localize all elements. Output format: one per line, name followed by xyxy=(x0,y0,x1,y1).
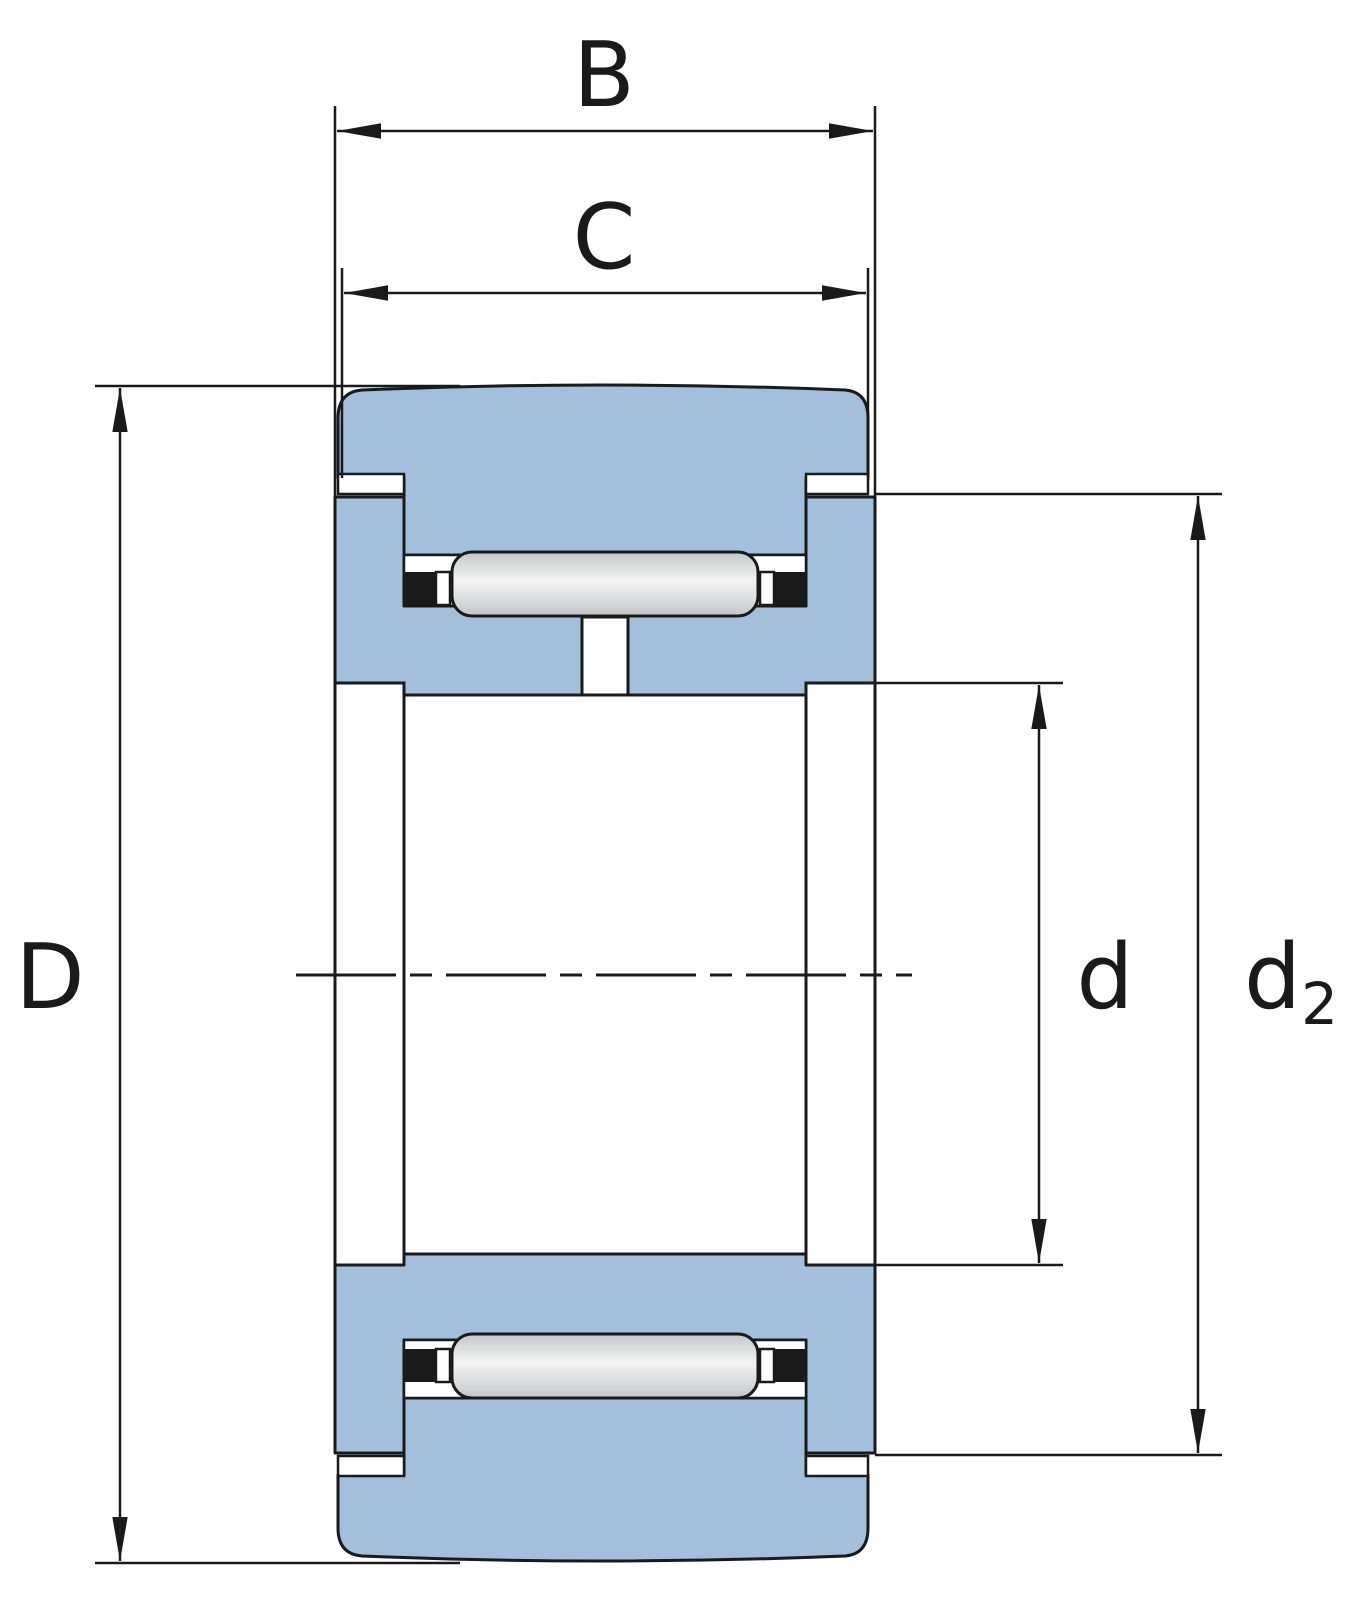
lubrication-hole xyxy=(580,615,630,697)
cage-end-right-lower xyxy=(758,1347,776,1384)
side-washer-left-lower xyxy=(336,1454,406,1478)
label-c: C xyxy=(573,185,636,290)
cage-end-right-upper xyxy=(758,570,776,607)
side-washer-right-lower xyxy=(804,1454,870,1478)
dimension-labels: B C D d d2 xyxy=(15,23,1338,1038)
bore-area xyxy=(296,681,912,1267)
side-washer-right xyxy=(804,472,870,496)
label-d-bore: d xyxy=(1076,925,1133,1030)
label-b: B xyxy=(573,23,635,128)
label-d2-base: d xyxy=(1244,925,1301,1030)
upper-half xyxy=(333,383,877,697)
lower-half xyxy=(333,1252,877,1563)
dimension-lines xyxy=(95,106,1222,1565)
side-washer-left xyxy=(336,472,406,496)
seal-right-upper xyxy=(774,572,806,605)
label-d2-subscript: 2 xyxy=(1301,970,1338,1038)
seal-right-lower xyxy=(774,1349,806,1382)
outer-ring-upper xyxy=(336,383,870,557)
roller-upper xyxy=(450,550,760,618)
cage-end-left-lower xyxy=(434,1347,452,1384)
label-d-outer: D xyxy=(15,925,84,1030)
label-d2: d2 xyxy=(1244,925,1338,1038)
seal-left-lower xyxy=(404,1349,436,1382)
cage-end-left-upper xyxy=(434,570,452,607)
outer-ring-lower xyxy=(336,1396,870,1563)
seal-left-upper xyxy=(404,572,436,605)
roller-lower xyxy=(450,1332,760,1400)
